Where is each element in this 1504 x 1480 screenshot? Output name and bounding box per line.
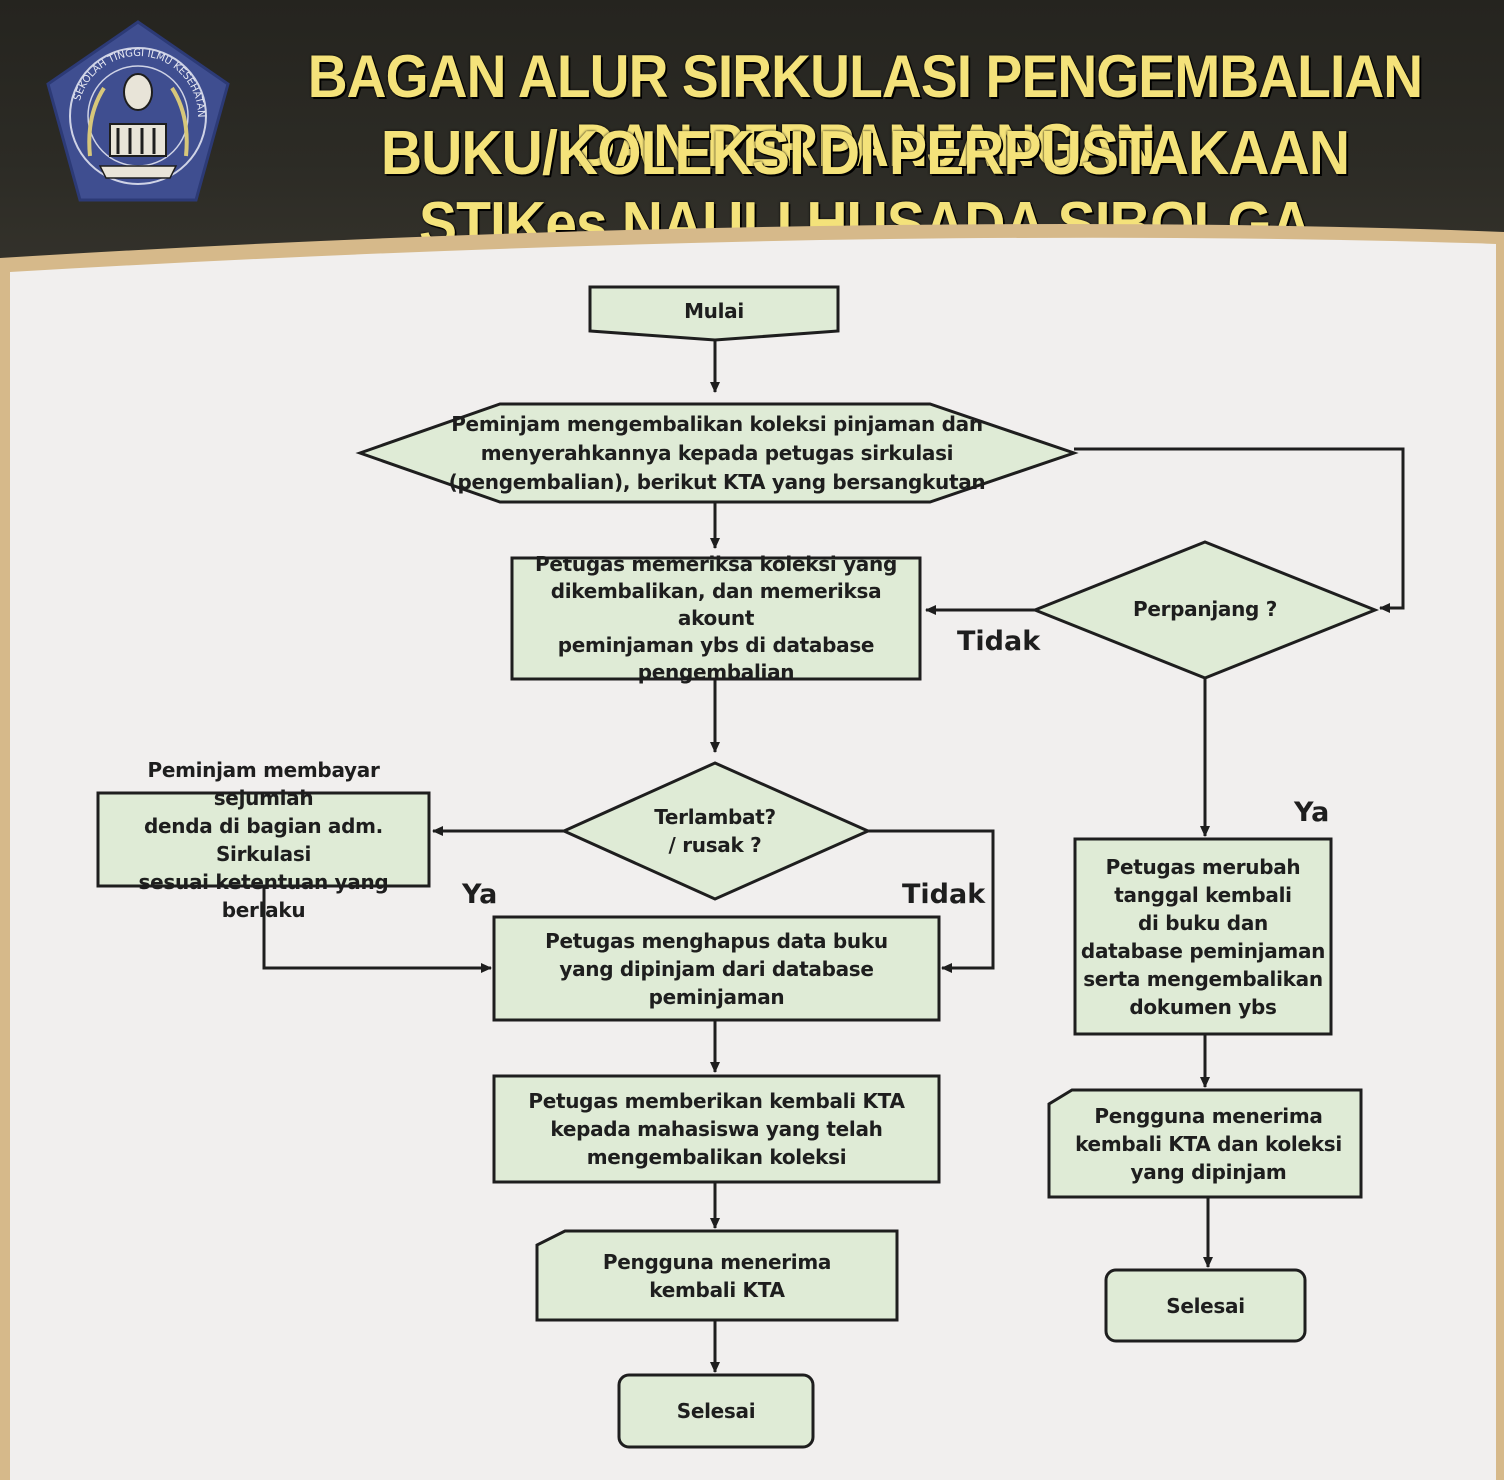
node-terima-koleksi-line-3: yang dipinjam — [1130, 1160, 1287, 1184]
title-line-1: BAGAN ALUR SIRKULASI PENGEMBALIAN DAN PE… — [307, 43, 1423, 179]
node-denda-line-3: sesuai ketentuan yang berlaku — [138, 869, 389, 922]
edge-terlambat-tidak — [868, 829, 995, 973]
node-kembalikan-line-3: (pengembalian), berikut KTA yang bersang… — [448, 469, 986, 494]
node-periksa: Petugas memeriksa koleksi yang dikembali… — [512, 552, 920, 684]
edge-denda-hapus — [262, 886, 492, 973]
shape-hapus — [492, 915, 941, 1022]
shape-terima-koleksi — [1047, 1088, 1363, 1199]
node-kembalikan: Peminjam mengembalikan koleksi pinjaman … — [420, 406, 1014, 500]
node-terlambat: Terlambat? / rusak ? — [615, 796, 815, 866]
node-periksa-line-4: pengembalian — [637, 660, 795, 684]
node-periksa-line-2: dikembalikan, dan memeriksa akount — [550, 579, 882, 630]
shape-kta — [492, 1074, 941, 1184]
node-denda-line-1: Peminjam membayar sejumlah — [147, 757, 380, 810]
node-terima-koleksi-line-1: Pengguna menerima — [1094, 1104, 1323, 1128]
node-perpanjang: Perpanjang ? — [1080, 585, 1330, 633]
node-selesai-left: Selesai — [619, 1375, 813, 1447]
label-ya-perpanjang: Ya — [1294, 797, 1330, 828]
node-merubah-line-6: dokumen ybs — [1129, 994, 1277, 1019]
shape-selesai-right — [1104, 1268, 1307, 1343]
node-kta-line-2: kepada mahasiswa yang telah — [550, 1117, 883, 1141]
node-merubah-line-1: Petugas merubah — [1105, 854, 1301, 879]
node-selesai-left-label: Selesai — [676, 1399, 756, 1423]
node-denda: Peminjam membayar sejumlah denda di bagi… — [98, 758, 429, 922]
node-merubah-line-2: tanggal kembali — [1114, 882, 1292, 907]
node-terima-koleksi-line-2: kembali KTA dan koleksi — [1075, 1132, 1342, 1156]
label-ya-terlambat: Ya — [462, 879, 498, 910]
node-mulai: Mulai — [590, 287, 838, 335]
shape-denda — [96, 791, 431, 888]
node-kta-line-3: mengembalikan koleksi — [586, 1145, 847, 1169]
node-selesai-right-label: Selesai — [1166, 1293, 1245, 1318]
node-kta: Petugas memberikan kembali KTA kepada ma… — [494, 1076, 939, 1182]
node-kta-line-1: Petugas memberikan kembali KTA — [528, 1089, 905, 1113]
shape-periksa — [510, 556, 922, 681]
shape-kembalikan — [355, 402, 1079, 504]
shape-merubah — [1073, 837, 1333, 1036]
stikes-logo-icon: SEKOLAH TINGGI ILMU KESEHATAN — [46, 20, 230, 202]
node-hapus-line-2: yang dipinjam dari database — [559, 956, 874, 981]
node-kembalikan-line-1: Peminjam mengembalikan koleksi pinjaman … — [451, 411, 983, 436]
node-hapus-line-3: peminjaman — [648, 984, 785, 1009]
node-denda-line-2: denda di bagian adm. Sirkulasi — [144, 813, 383, 866]
label-tidak-perpanjang: Tidak — [957, 626, 1041, 657]
node-periksa-line-3: peminjaman ybs di database — [557, 633, 875, 657]
node-terima-kta-line-2: kembali KTA — [649, 1278, 785, 1302]
shape-selesai-left — [617, 1373, 815, 1449]
node-selesai-right: Selesai — [1106, 1270, 1305, 1341]
node-terima-kta: Pengguna menerima kembali KTA — [537, 1236, 897, 1316]
node-periksa-line-1: Petugas memeriksa koleksi yang — [535, 552, 897, 576]
node-merubah-line-3: di buku dan — [1138, 910, 1268, 935]
node-merubah-line-4: database peminjaman — [1080, 938, 1326, 963]
shape-terima-kta — [535, 1229, 899, 1322]
node-terima-kta-line-1: Pengguna menerima — [602, 1250, 832, 1274]
shape-terlambat — [560, 761, 872, 901]
shape-mulai — [588, 285, 840, 342]
label-tidak-terlambat: Tidak — [902, 879, 986, 910]
node-kembalikan-line-2: menyerahkannya kepada petugas sirkulasi — [480, 440, 954, 465]
node-merubah-line-5: serta mengembalikan — [1083, 966, 1323, 991]
node-merubah: Petugas merubah tanggal kembali di buku … — [1075, 839, 1331, 1034]
node-terlambat-line-1: Terlambat? — [654, 805, 776, 829]
edge-kembalikan-perpanjang — [1074, 447, 1405, 613]
node-terima-koleksi: Pengguna menerima kembali KTA dan koleks… — [1056, 1094, 1361, 1194]
node-hapus: Petugas menghapus data buku yang dipinja… — [494, 917, 939, 1020]
node-terlambat-line-2: / rusak ? — [668, 833, 762, 857]
node-mulai-label: Mulai — [684, 299, 744, 323]
node-hapus-line-1: Petugas menghapus data buku — [545, 928, 888, 953]
node-perpanjang-label: Perpanjang ? — [1132, 597, 1277, 621]
